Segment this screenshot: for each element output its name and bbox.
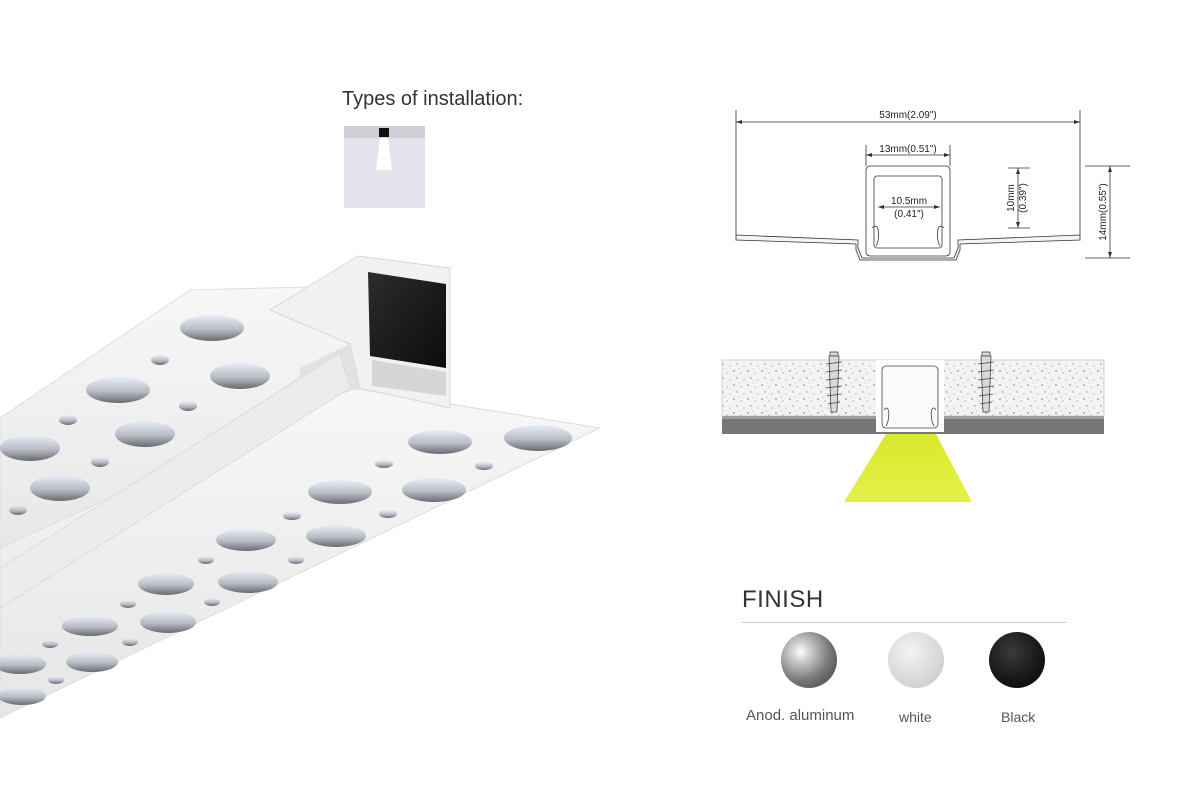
light-beam: [844, 434, 972, 502]
opening-width-label: 13mm(0.51"): [879, 144, 936, 155]
finish-title: FINISH: [742, 586, 824, 613]
installation-diagram: [721, 351, 1105, 502]
installation-types-title: Types of installation:: [342, 88, 524, 110]
white-label: white: [899, 709, 932, 725]
total-height-label: 14mm(0.55"): [1098, 183, 1109, 240]
profile-cross-section-drawing: 53mm(2.09") 13mm(0.51") 10.5mm (0.41") 1…: [735, 110, 1130, 261]
inner-height-in-label: (0.39"): [1018, 183, 1029, 213]
white-swatch: [888, 632, 944, 688]
recessed-installation-icon: [344, 126, 425, 208]
inner-width-mm-label: 10.5mm: [891, 196, 927, 207]
black-label: Black: [1001, 709, 1036, 725]
anodized-aluminum-label: Anod. aluminum: [746, 707, 855, 724]
black-swatch: [989, 632, 1045, 688]
inner-width-in-label: (0.41"): [894, 209, 924, 220]
finish-divider: [742, 622, 1066, 623]
overall-width-label: 53mm(2.09"): [879, 110, 936, 121]
anodized-aluminum-swatch: [781, 632, 837, 688]
inner-height-mm-label: 10mm: [1006, 184, 1017, 212]
profile-3d-render: [0, 255, 600, 718]
